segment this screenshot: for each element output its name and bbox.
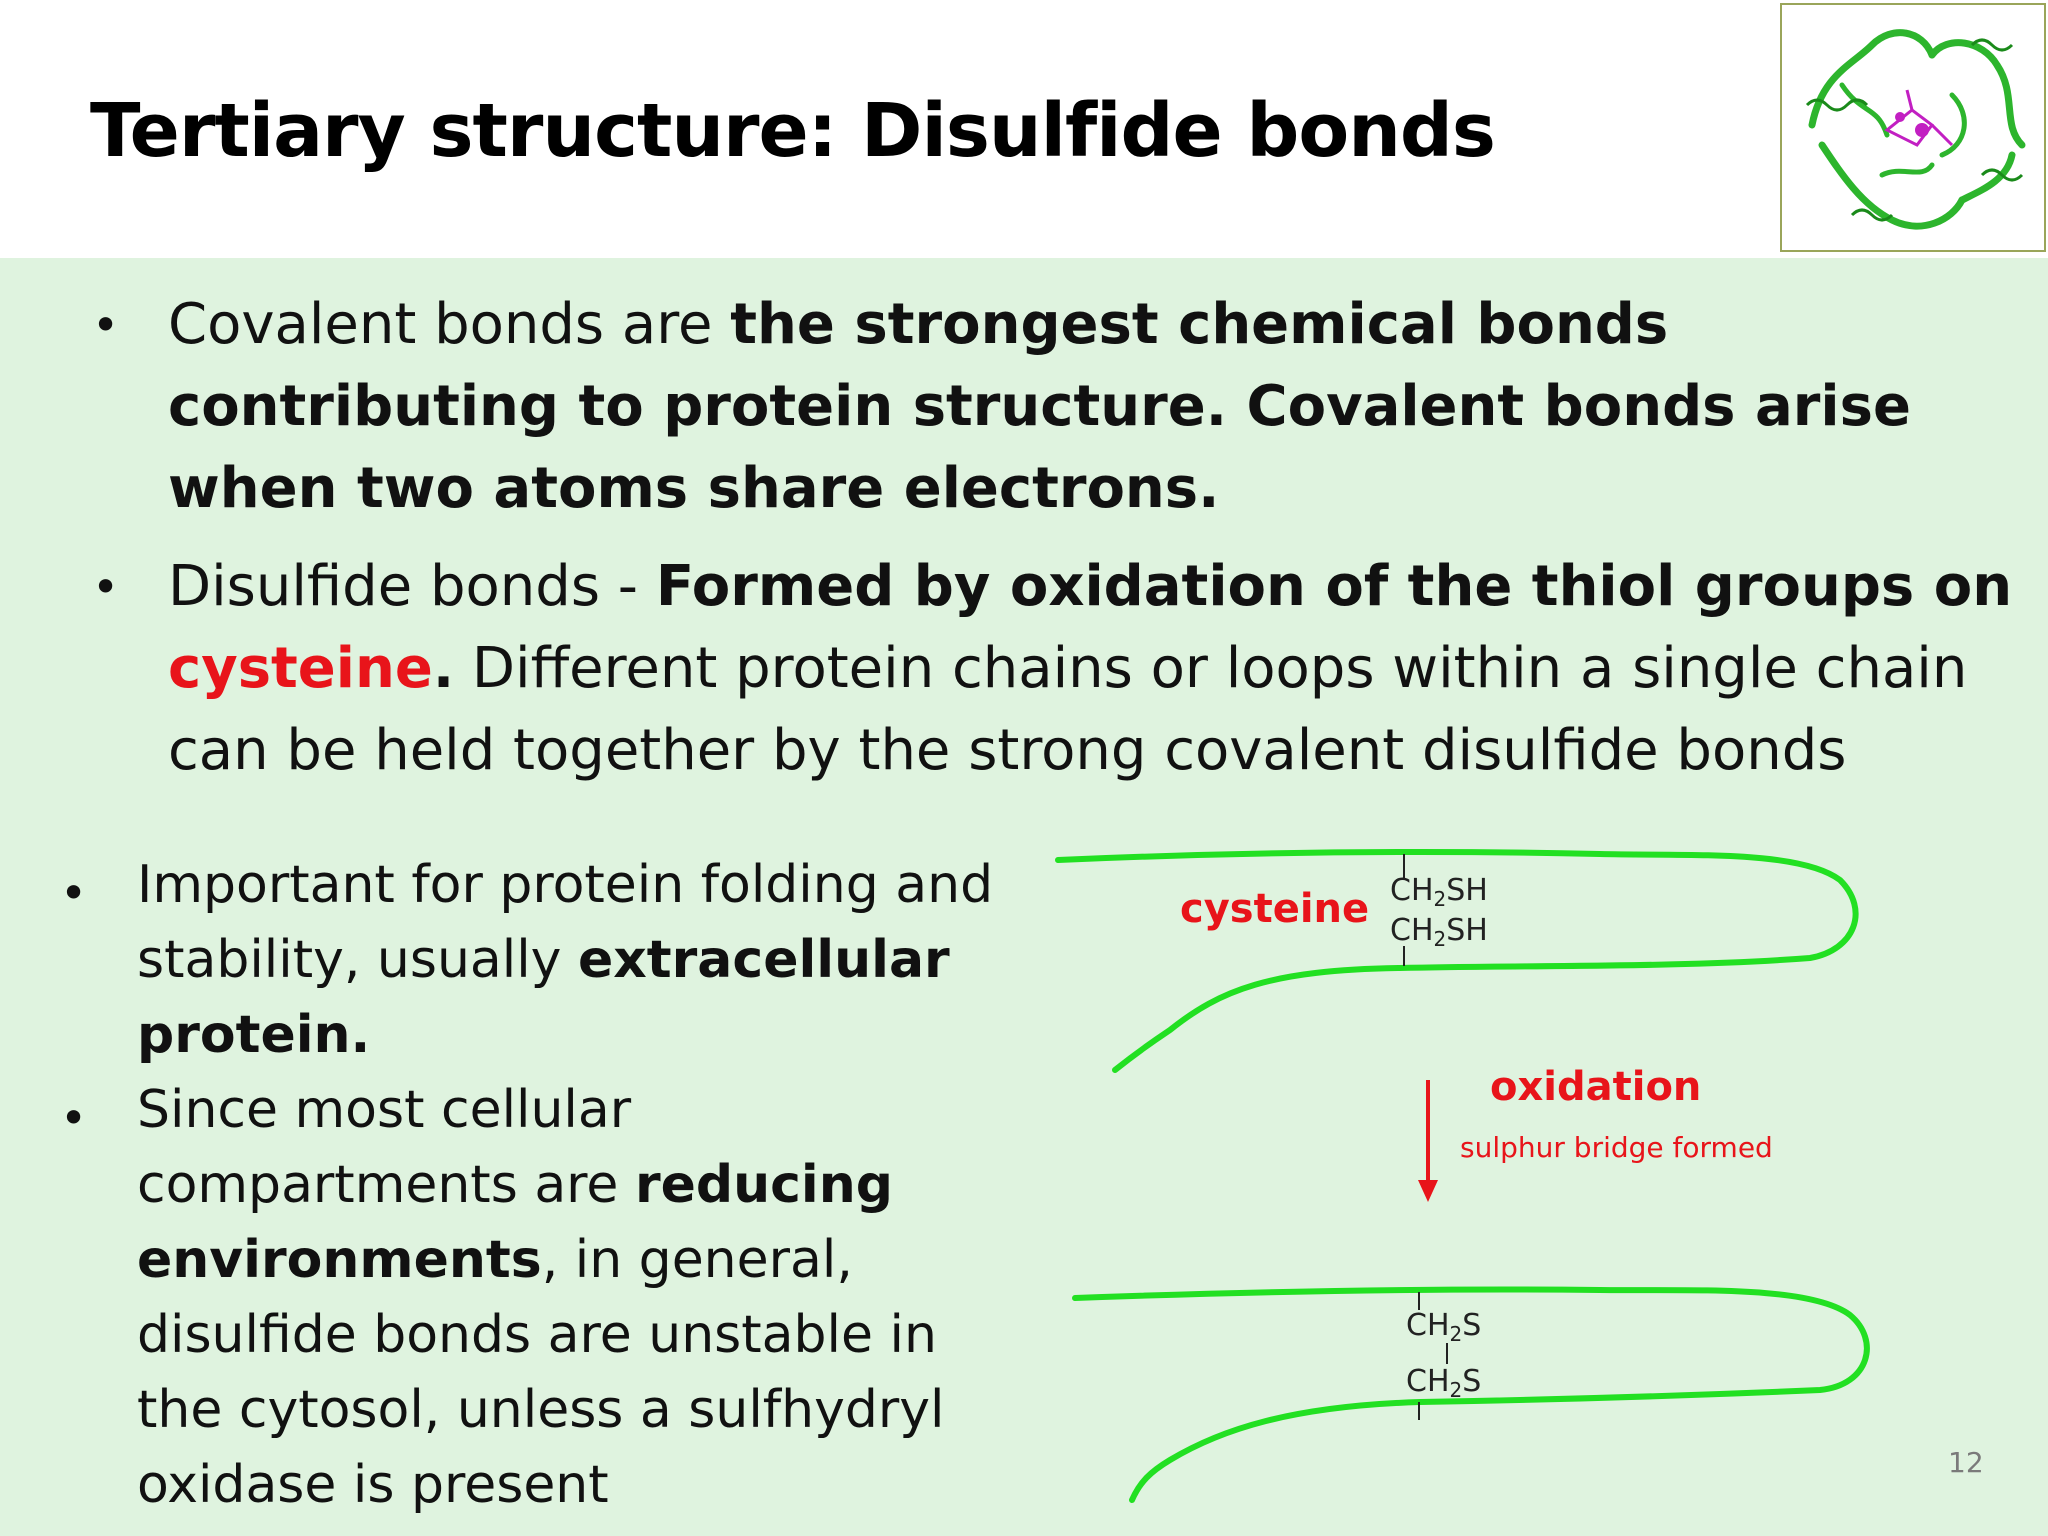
- bullet-bold-text: .: [432, 636, 455, 701]
- bullet-dot: •: [60, 1091, 88, 1145]
- bullet-reducing-environments: Since most cellular compartments are red…: [137, 1073, 1017, 1523]
- bullet-dot: •: [92, 560, 120, 614]
- cysteine-highlight: cysteine: [168, 636, 433, 701]
- bullet-text: Disulfide bonds -: [168, 554, 656, 619]
- bullet-text: , in general, disulfide bonds are unstab…: [137, 1230, 945, 1515]
- page-number: 12: [1948, 1446, 1984, 1479]
- bullet-text: Since most cellular compartments are: [137, 1080, 635, 1215]
- bullet-text: Covalent bonds are: [168, 292, 731, 357]
- protein-chain-bottom: [1072, 1286, 1870, 1503]
- sulphur-bridge-label: sulphur bridge formed: [1460, 1131, 1773, 1164]
- bullet-bold-text: Formed by oxidation of the thiol groups …: [655, 554, 2013, 619]
- slide-title: Tertiary structure: Disulfide bonds: [90, 88, 1496, 174]
- title-band: Tertiary structure: Disulfide bonds: [0, 0, 2048, 258]
- cysteine-label: cysteine: [1180, 886, 1369, 932]
- bottom-ch2s-upper: CH2S: [1406, 1308, 1481, 1346]
- arrow-head: [1418, 1180, 1438, 1202]
- bullet-text: Different protein chains or loops within…: [168, 636, 1968, 783]
- bottom-ch2s-lower: CH2S: [1406, 1364, 1481, 1402]
- bullet-disulfide-bonds: Disulfide bonds - Formed by oxidation of…: [168, 546, 2018, 792]
- bullet-dot: •: [60, 866, 88, 920]
- bullet-bold-text: extracellular protein.: [137, 930, 950, 1065]
- oxidation-label: oxidation: [1490, 1064, 1701, 1110]
- protein-structure-thumbnail: [1780, 3, 2046, 252]
- bullet-dot: •: [92, 298, 120, 352]
- bullet-protein-folding: Important for protein folding and stabil…: [137, 848, 1017, 1073]
- bullet-bold-text: reducing environments: [137, 1155, 893, 1290]
- bullet-covalent-bonds: Covalent bonds are the strongest chemica…: [168, 284, 2018, 530]
- bullet-bold-text: the strongest chemical bonds contributin…: [168, 292, 1911, 521]
- disulfide-bond-diagram: CH2SH CH2SH cysteine oxidation sulphur b…: [1055, 849, 1870, 1503]
- top-ch2sh-lower: CH2SH: [1390, 913, 1488, 951]
- protein-ribbon-icon: [1805, 29, 2026, 230]
- content-area: [0, 258, 2048, 1536]
- protein-chain-top: [1055, 849, 1859, 1073]
- top-ch2sh-upper: CH2SH: [1390, 873, 1488, 911]
- bullet-text: Important for protein folding and stabil…: [137, 855, 994, 990]
